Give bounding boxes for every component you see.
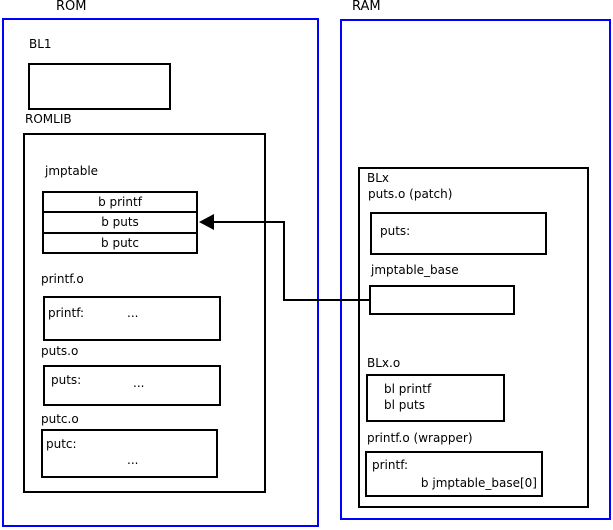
- jmptable-row-puts: b puts: [42, 211, 198, 234]
- puts-patch-box: puts:: [370, 212, 547, 255]
- putc-symbol: putc:: [46, 437, 77, 451]
- rom-label: ROM: [56, 0, 87, 14]
- blx-o-line1: bl printf: [384, 382, 432, 396]
- printf-o-label: printf.o: [41, 272, 84, 286]
- printf-ellipsis: ...: [127, 306, 139, 320]
- printf-wrapper-box: printf: b jmptable_base[0]: [365, 451, 543, 497]
- printf-wrapper-label: printf.o (wrapper): [367, 431, 473, 445]
- puts-ellipsis: ...: [133, 376, 145, 390]
- puts-patch-symbol: puts:: [380, 224, 411, 238]
- puts-o-box: puts: ...: [43, 365, 221, 406]
- bl1-box: [28, 63, 171, 110]
- blx-o-label: BLx.o: [367, 356, 401, 370]
- blx-o-box: bl printf bl puts: [366, 374, 505, 422]
- puts-o-label: puts.o: [41, 344, 79, 358]
- bl1-label: BL1: [29, 37, 52, 51]
- printf-wrapper-symbol: printf:: [372, 458, 409, 472]
- jmptable-label: jmptable: [45, 164, 99, 178]
- jmptable-row-printf: b printf: [42, 191, 198, 213]
- putc-ellipsis: ...: [127, 453, 139, 467]
- jmptable-row-putc: b putc: [42, 232, 198, 254]
- jmptable-base-label: jmptable_base: [371, 263, 459, 277]
- ram-label: RAM: [352, 0, 381, 14]
- blx-label: BLx: [367, 171, 390, 185]
- putc-o-box: putc: ...: [41, 429, 218, 478]
- printf-o-box: printf: ...: [43, 296, 221, 341]
- putc-o-label: putc.o: [41, 412, 79, 426]
- blx-o-line2: bl puts: [384, 398, 425, 412]
- puts-patch-label: puts.o (patch): [368, 187, 453, 201]
- romlib-label: ROMLIB: [25, 112, 72, 126]
- printf-symbol: printf:: [48, 306, 85, 320]
- printf-wrapper-branch: b jmptable_base[0]: [420, 476, 537, 490]
- puts-symbol: puts:: [51, 373, 82, 387]
- jmptable-base-box: [369, 285, 515, 315]
